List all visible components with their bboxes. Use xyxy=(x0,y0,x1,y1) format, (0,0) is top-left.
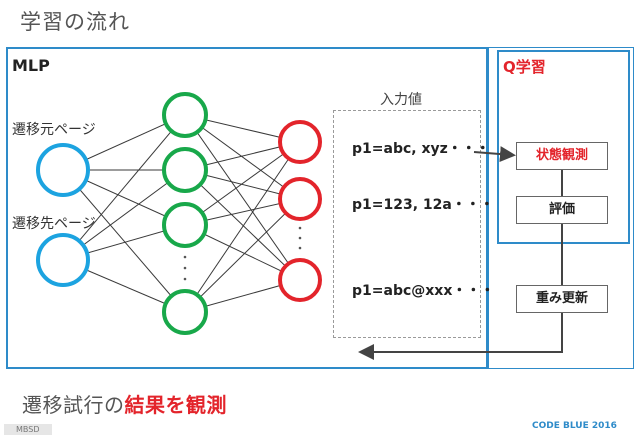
page-title: 学習の流れ xyxy=(20,10,130,34)
caption: 遷移試行の結果を観測 xyxy=(22,389,227,418)
output-ellipsis-dot-2 xyxy=(298,236,302,240)
input-values-box xyxy=(333,110,481,338)
footer-logo: MBSD xyxy=(4,424,52,435)
observe-arrow xyxy=(473,146,516,163)
input-node-1 xyxy=(36,143,90,197)
input-node-label-destination: 遷移先ページ xyxy=(12,216,96,232)
output-node-3 xyxy=(278,258,322,302)
output-ellipsis-dot-3 xyxy=(298,246,302,250)
caption-highlight: 結果を観測 xyxy=(124,393,227,417)
edge-hidden4-output2 xyxy=(184,198,301,313)
input-value-3: p1=abc@xxx・・・ xyxy=(352,283,495,299)
input-value-2: p1=123, 12a・・・ xyxy=(352,197,494,213)
edge-hidden2-output3 xyxy=(184,169,301,281)
footer-event: CODE BLUE 2016 xyxy=(532,421,617,431)
edge-hidden1-output2 xyxy=(184,114,301,200)
edge-input2-hidden1 xyxy=(62,114,186,261)
input-values-label: 入力値 xyxy=(380,92,422,108)
hidden-node-2 xyxy=(162,147,208,193)
feedback-arrow xyxy=(358,313,563,360)
q-learning-outer-frame xyxy=(488,47,634,369)
ellipsis-dots xyxy=(183,226,302,281)
mlp-label: MLP xyxy=(12,56,50,75)
hidden-ellipsis-dot-3 xyxy=(183,277,187,281)
q-learning-flow xyxy=(358,146,563,360)
mlp-frame xyxy=(6,47,488,369)
network-nodes xyxy=(36,92,322,335)
input-node-2 xyxy=(36,233,90,287)
hidden-ellipsis-dot-1 xyxy=(183,255,187,259)
input-node-label-source: 遷移元ページ xyxy=(12,122,96,138)
output-node-1 xyxy=(278,120,322,164)
q-learning-label: Q学習 xyxy=(503,58,546,76)
hidden-node-1 xyxy=(162,92,208,138)
observe-state-box: 状態観測 xyxy=(516,142,608,170)
input-value-1: p1=abc, xyz・・・ xyxy=(352,141,490,157)
update-weights-box: 重み更新 xyxy=(516,285,608,313)
edge-hidden3-output1 xyxy=(184,141,301,226)
edge-hidden1-output3 xyxy=(184,114,301,281)
output-node-2 xyxy=(278,177,322,221)
output-ellipsis-dot-1 xyxy=(298,226,302,230)
hidden-ellipsis-dot-2 xyxy=(183,266,187,270)
edge-hidden4-output1 xyxy=(184,141,301,313)
hidden-node-3 xyxy=(162,202,208,248)
evaluate-box: 評価 xyxy=(516,196,608,224)
edge-input1-hidden4 xyxy=(62,169,186,313)
caption-prefix: 遷移試行の xyxy=(22,393,125,417)
hidden-node-4 xyxy=(162,289,208,335)
